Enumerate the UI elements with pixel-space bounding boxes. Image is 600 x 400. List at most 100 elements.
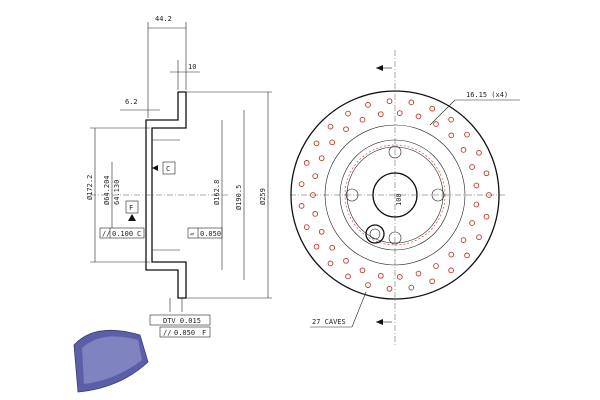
drill-hole (318, 155, 325, 162)
drill-hole (448, 132, 455, 139)
drill-hole (310, 192, 316, 198)
tol-flat-value: 0.050 (200, 230, 221, 238)
locator-hole (365, 224, 385, 244)
drill-hole (408, 284, 415, 291)
drill-hole (476, 149, 482, 156)
tol-par-frame (159, 326, 211, 338)
tol-par-ref: F (202, 329, 206, 337)
drill-hole (327, 260, 334, 267)
drill-hole (429, 105, 436, 112)
dim-d259: Ø259 (259, 188, 267, 205)
drill-hole (396, 110, 403, 116)
datum-f: F (129, 204, 133, 212)
drill-hole (343, 126, 349, 133)
drill-hole (345, 110, 351, 117)
datum-f-box (125, 200, 139, 214)
drill-hole (345, 273, 351, 280)
tol-perp-frame (99, 227, 145, 239)
tol-perp-ref: C (137, 230, 141, 238)
drill-hole (464, 131, 470, 138)
disc-inner-ring (324, 124, 466, 266)
drill-hole (386, 285, 393, 292)
drill-hole (460, 147, 467, 153)
section-arrow-head (376, 319, 383, 325)
disc-outer-rim (290, 90, 500, 300)
drill-hole (298, 181, 305, 187)
drill-hole (377, 272, 384, 279)
drill-hole (448, 116, 454, 123)
drill-hole (429, 278, 436, 285)
drill-hole (365, 102, 371, 108)
tol-dtv-frame (149, 314, 211, 326)
drill-hole (464, 252, 470, 259)
dim-d64b: 64.130 (113, 180, 121, 205)
drill-hole (408, 99, 415, 106)
bolt-hole (388, 145, 402, 159)
dim-flange: 10 (188, 63, 196, 71)
section-arrow-head (376, 65, 383, 71)
datum-f-marker (128, 214, 136, 221)
datum-c: C (166, 165, 170, 173)
drill-hole (318, 228, 325, 235)
drill-hole (303, 160, 310, 166)
drill-hole (448, 251, 455, 258)
tol-par-value: 0.050 (174, 329, 195, 337)
bolt-hole (431, 188, 445, 202)
drill-hole (415, 270, 422, 277)
drill-hole (396, 274, 403, 280)
hub-face (339, 139, 451, 251)
drill-hole (343, 257, 349, 264)
leader-line (429, 99, 456, 126)
datum-c-box (162, 161, 176, 175)
drill-hole (329, 139, 336, 146)
dim-d162: Ø162.8 (213, 180, 221, 205)
center-bore (372, 172, 418, 218)
drill-hole (329, 244, 336, 251)
drill-hole (486, 192, 492, 198)
bolt-hole (388, 231, 402, 245)
drill-hole (312, 173, 319, 179)
locator-hole-inner (369, 228, 381, 240)
drill-hole (313, 140, 320, 147)
tol-flat-frame (187, 227, 223, 239)
dim-offset: 6.2 (125, 98, 138, 106)
front-view: 100 16.15 (x4) 27 CAVES (290, 50, 520, 345)
drill-hole (298, 203, 305, 209)
center-dim: 100 (395, 193, 403, 206)
drill-hole (377, 111, 384, 118)
flat-symbol: ▱ (190, 230, 195, 238)
leader-line (351, 291, 367, 328)
bolt-hole (345, 188, 359, 202)
drill-holes (298, 98, 492, 292)
drill-hole (359, 116, 366, 123)
drill-hole (473, 182, 480, 189)
drill-hole (327, 123, 334, 130)
dim-d172: Ø172.2 (86, 175, 94, 200)
par-symbol: // (163, 329, 171, 337)
drill-hole (359, 267, 366, 274)
side-view: 44.2 10 6.2 Ø172.2 Ø64.204 64.130 Ø162.8… (86, 15, 272, 338)
hole-dim: 16.15 (x4) (466, 91, 508, 99)
tol-perp-value: 0.100 (112, 230, 133, 238)
thumbnail-face (82, 336, 142, 384)
drill-hole (460, 237, 467, 243)
drill-hole (469, 220, 475, 226)
drill-hole (476, 234, 482, 241)
drill-hole (433, 121, 439, 127)
drill-hole (448, 267, 454, 274)
dim-d190: Ø190.5 (235, 185, 243, 210)
drill-hole (483, 213, 490, 220)
disc-thumbnail (73, 329, 149, 393)
tol-dtv: DTV 0.015 (163, 317, 201, 325)
drill-hole (365, 282, 371, 288)
drill-hole (386, 98, 393, 105)
perp-symbol: // (102, 230, 110, 238)
hub-inner (346, 146, 444, 244)
drill-hole (303, 224, 310, 230)
drill-hole (483, 170, 490, 177)
drill-hole (312, 211, 319, 217)
dim-d64a: Ø64.204 (103, 175, 111, 205)
drill-hole (313, 243, 320, 250)
bolt-circle (344, 144, 446, 246)
